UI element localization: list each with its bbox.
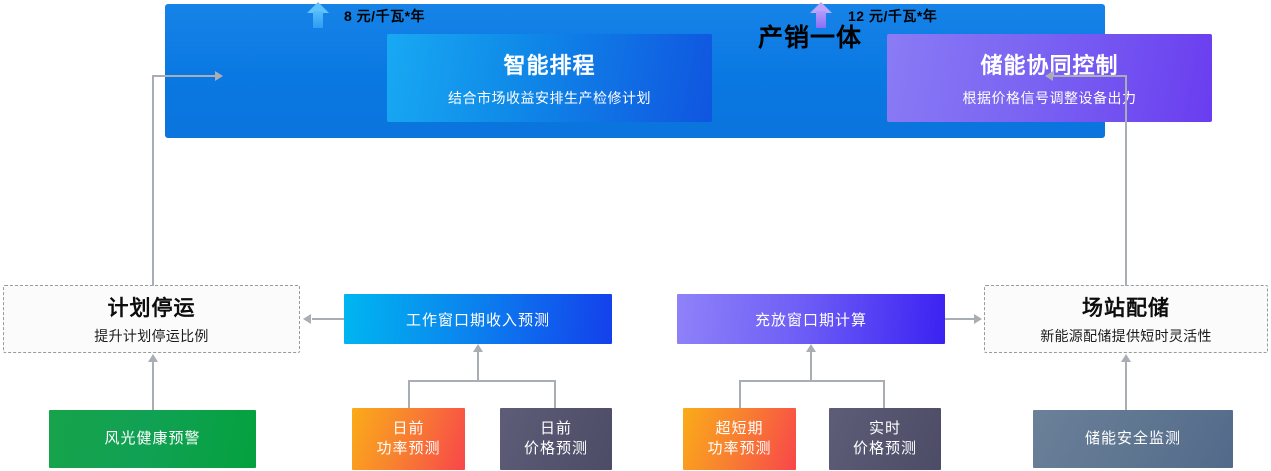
connector-bracket-right-riser: [810, 352, 812, 381]
connector-midleft-to-outage: [312, 318, 344, 320]
connector-bracket-right-stem-b: [883, 380, 885, 408]
connector-bracket-left-stem-a: [408, 380, 410, 408]
source-box-day-ahead-price-forecast[interactable]: 日前 价格预测: [500, 408, 612, 470]
connector-midright-to-storage: [945, 318, 975, 320]
source-box-wind-solar-health-alert[interactable]: 风光健康预警: [49, 410, 256, 468]
metric-label-storage: 12 元/千瓦*年: [848, 8, 938, 24]
connector-bracket-left-horizontal: [408, 380, 556, 382]
source-box-realtime-price-forecast[interactable]: 实时 价格预测: [829, 408, 941, 470]
card-subtitle: 结合市场收益安排生产检修计划: [448, 90, 651, 106]
source-line-2: 功率预测: [707, 440, 772, 457]
arrowhead-into-storage-control: [1045, 71, 1053, 81]
connector-outage-to-panel-horizontal: [152, 75, 217, 77]
card-smart-scheduling[interactable]: 智能排程 结合市场收益安排生产检修计划: [387, 34, 712, 122]
source-line-1: 实时: [868, 419, 901, 437]
outcome-title: 场站配储: [1082, 297, 1170, 320]
connector-bracket-left-riser: [477, 352, 479, 381]
outcome-box-planned-outage[interactable]: 计划停运 提升计划停运比例: [3, 285, 300, 353]
arrow-shaft: [313, 11, 323, 28]
arrowhead-into-mid-right: [806, 344, 816, 352]
outcome-subtitle: 提升计划停运比例: [94, 328, 209, 344]
mid-box-charge-discharge-window-calc[interactable]: 充放窗口期计算: [677, 294, 945, 344]
outcome-box-station-storage[interactable]: 场站配储 新能源配储提供短时灵活性: [984, 285, 1268, 353]
arrowhead-into-station-storage: [974, 314, 982, 324]
source-box-day-ahead-power-forecast[interactable]: 日前 功率预测: [352, 408, 465, 470]
panel-title: 产销一体: [757, 24, 862, 52]
card-title: 智能排程: [503, 53, 596, 78]
outcome-subtitle: 新能源配储提供短时灵活性: [1040, 328, 1212, 344]
source-box-storage-safety-monitoring[interactable]: 储能安全监测: [1033, 410, 1233, 468]
arrow-shaft: [816, 11, 826, 28]
arrowhead-into-planned-outage: [303, 314, 311, 324]
source-line-2: 价格预测: [523, 440, 588, 457]
integrated-production-sales-panel: 产销一体 智能排程 结合市场收益安排生产检修计划 储能协同控制 根据价格信号调整…: [165, 4, 1212, 138]
source-line-1: 超短期: [715, 419, 764, 437]
up-arrow-icon-purple: [810, 2, 832, 28]
mid-box-work-window-revenue-forecast[interactable]: 工作窗口期收入预测: [344, 294, 612, 344]
source-box-ultra-short-term-power-forecast[interactable]: 超短期 功率预测: [683, 408, 796, 470]
connector-bracket-left-stem-b: [554, 380, 556, 408]
arrowhead-into-mid-left: [473, 344, 483, 352]
arrow-head: [307, 2, 329, 13]
outcome-title: 计划停运: [107, 297, 196, 320]
connector-storage-to-panel-horizontal: [1053, 75, 1127, 77]
source-line-2: 价格预测: [852, 440, 917, 457]
source-line-2: 功率预测: [376, 440, 441, 457]
source-line-1: 日前: [392, 419, 425, 437]
connector-bracket-right-stem-a: [739, 380, 741, 408]
connector-storage-to-panel-vertical: [1125, 75, 1127, 286]
card-subtitle: 根据价格信号调整设备出力: [962, 90, 1137, 106]
connector-greenbox-to-outage: [152, 362, 154, 410]
source-line-1: 储能安全监测: [1084, 429, 1181, 447]
arrow-head: [810, 2, 832, 13]
metric-label-scheduling: 8 元/千瓦*年: [344, 8, 426, 24]
connector-bracket-right-horizontal: [739, 380, 885, 382]
up-arrow-icon-blue: [307, 2, 329, 28]
arrowhead-into-smart-scheduling: [215, 71, 223, 81]
source-line-1: 日前: [539, 419, 572, 437]
source-line-1: 风光健康预警: [104, 429, 201, 447]
connector-outage-to-panel-vertical: [152, 75, 154, 286]
arrowhead-into-outage-from-green: [148, 354, 158, 362]
arrowhead-into-storage-from-safety: [1121, 354, 1131, 362]
connector-safety-to-storage: [1125, 362, 1127, 410]
